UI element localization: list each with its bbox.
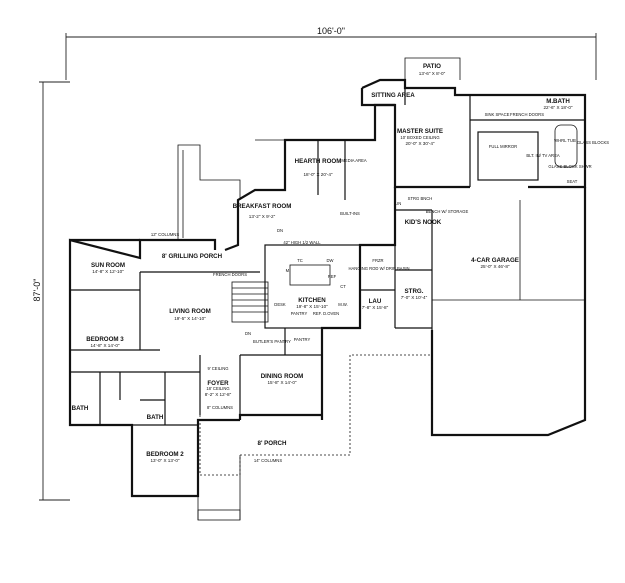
- breakfast-room-label: BREAKFAST ROOM: [233, 203, 292, 210]
- room-labels: PATIO 13'-6" X 8'-0" SITTING AREA MASTER…: [72, 63, 573, 463]
- storage-label: STRG.: [405, 288, 424, 295]
- note-columns-12: 12" COLUMNS: [151, 232, 179, 237]
- note-seat: SEAT: [567, 179, 578, 184]
- note-full-mirror: FULL MIRROR: [489, 144, 517, 149]
- note-dn-2: DN: [277, 228, 283, 233]
- note-ref-oven: REF. D.OVEN: [313, 311, 339, 316]
- sun-room-label: SUN ROOM: [91, 262, 125, 269]
- bedroom-3-label: BEDROOM 3: [86, 336, 124, 343]
- foyer-label: FOYER: [207, 380, 229, 387]
- exterior-walls: [68, 78, 587, 498]
- overall-depth-label: 87'-0": [32, 279, 42, 302]
- master-suite-note: 10' BOXED CEILING: [400, 135, 439, 140]
- bath-a-label: BATH: [72, 405, 89, 412]
- stairs: [231, 281, 269, 323]
- note-columns-8: 8" COLUMNS: [207, 405, 233, 410]
- note-frzr: FRZR: [372, 258, 383, 263]
- kitchen-label: KITCHEN: [298, 297, 326, 304]
- storage-size: 7'-0" X 10'-4": [401, 295, 428, 300]
- laundry-size: 7'-8" X 15'-8": [362, 305, 389, 310]
- note-media-area: MEDIA AREA: [341, 158, 367, 163]
- bedroom-2-size: 13'-0" X 13'-0": [150, 458, 179, 463]
- hearth-room-size: 18'-0" X 20'-4": [303, 172, 332, 177]
- master-suite-label: MASTER SUITE: [397, 128, 443, 135]
- note-sink-space: SINK SPACE: [485, 112, 510, 117]
- note-mw: M.W.: [338, 302, 348, 307]
- note-tc: TC: [297, 258, 303, 263]
- pantry-label: PANTRY: [294, 337, 311, 342]
- note-dw: DW: [327, 258, 334, 263]
- bedroom-3-size: 14'-8" X 14'-0": [90, 343, 119, 348]
- plan-notes: 12" COLUMNS 8" COLUMNS 14" COLUMNS 9' CE…: [151, 112, 609, 463]
- note-pantry-ref: PANTRY: [291, 311, 308, 316]
- note-bench: BENCH W/ STORAGE: [426, 209, 469, 214]
- note-tv-area: BLT. IN/ TV AREA: [526, 153, 560, 158]
- dining-room-size: 15'-8" X 14'-0": [267, 380, 296, 385]
- note-lin: LIN: [395, 201, 402, 206]
- garage-size: 25'-0" X 46'-8": [480, 264, 509, 269]
- note-ceiling-9: 9' CEILING: [207, 366, 228, 371]
- note-dn-1: DN: [245, 331, 251, 336]
- sun-room-size: 14'-8" X 12'-10": [92, 269, 124, 274]
- note-strg-bnch: STRG BNCH: [408, 196, 433, 201]
- foyer-size: 8'-2" X 12'-8": [205, 392, 232, 397]
- note-ct: CT: [340, 284, 346, 289]
- garage-label: 4-CAR GARAGE: [471, 257, 519, 264]
- sitting-area-label: SITTING AREA: [371, 92, 415, 99]
- overall-width-label: 106'-0": [317, 26, 345, 36]
- patio-size: 13'-6" X 8'-0": [419, 71, 446, 76]
- butlers-pantry-label: BUTLER'S PANTRY: [253, 339, 291, 344]
- dining-room-label: DINING ROOM: [261, 373, 304, 380]
- master-suite-size: 20'-0" X 30'-4": [405, 141, 434, 146]
- note-glass-block-shwr: GLASS BLOCK SHWR: [548, 164, 591, 169]
- note-ms: M.: [286, 268, 291, 273]
- living-room-label: LIVING ROOM: [169, 308, 211, 315]
- note-half-wall: 42" HIGH 1/2 WALL: [283, 240, 321, 245]
- interior-walls: [70, 88, 585, 426]
- living-room-size: 19'-5" X 14'-10": [174, 316, 206, 321]
- foyer-note: 18' CEILING: [206, 386, 229, 391]
- bath-b-label: BATH: [147, 414, 164, 421]
- note-french-doors-2: FRENCH DOORS: [510, 112, 544, 117]
- patio-label: PATIO: [423, 63, 441, 70]
- dimension-lines: [39, 33, 597, 501]
- laundry-label: LAU: [369, 298, 382, 305]
- note-whirl-tub: WHRL TUB: [554, 138, 576, 143]
- kitchen-size: 19'-8" X 15'-10": [296, 304, 328, 309]
- bedroom-2-label: BEDROOM 2: [146, 451, 184, 458]
- grilling-porch-label: 8' GRILLING PORCH: [162, 253, 223, 260]
- master-bath-label: M.BATH: [546, 98, 570, 105]
- note-ref: REF: [328, 274, 337, 279]
- note-french-doors-1: FRENCH DOORS: [213, 272, 247, 277]
- hearth-room-label: HEARTH ROOM: [295, 158, 342, 165]
- breakfast-room-size: 13'-2" X 9'-2": [249, 214, 276, 219]
- note-hanging-rod: HANGING ROD W/ DRIP BASIN: [348, 266, 409, 271]
- front-porch-label: 8' PORCH: [258, 440, 288, 447]
- porch-outlines: [177, 57, 461, 521]
- note-columns-14: 14" COLUMNS: [254, 458, 282, 463]
- master-bath-size: 22'-6" X 18'-0": [543, 105, 572, 110]
- kids-nook-label: KID'S NOOK: [405, 219, 442, 226]
- note-glass-blocks: GLASS BLOCKS: [577, 140, 609, 145]
- note-built-ins: BUILT-INS: [340, 211, 360, 216]
- note-desk: DESK: [274, 302, 286, 307]
